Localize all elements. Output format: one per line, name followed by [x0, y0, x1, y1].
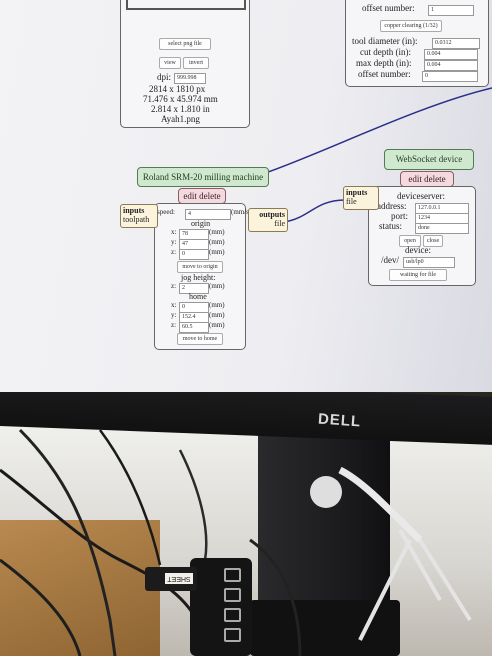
home-y-unit: (mm) [209, 311, 225, 319]
home-z-unit: (mm) [209, 321, 225, 329]
home-y-label: y: [171, 311, 177, 319]
file-port: file [274, 219, 285, 228]
waiting-for-file-button[interactable]: waiting for file [389, 269, 447, 281]
inputs-label: inputs [123, 206, 145, 215]
move-to-origin-button[interactable]: move to origin [177, 261, 223, 273]
inputs-label: inputs [346, 188, 368, 197]
status-field: done [415, 223, 469, 234]
dpi-input[interactable]: 999.998 [174, 73, 206, 84]
size-px: 2814 x 1810 px [149, 84, 206, 94]
offset-number-bottom-input[interactable]: 0 [422, 71, 478, 82]
status-label: status: [379, 221, 403, 231]
select-png-button[interactable]: select png file [159, 38, 211, 50]
png-input-panel: select png file view invert dpi: 999.998… [120, 0, 250, 128]
close-button[interactable]: close [423, 235, 443, 247]
usb-port [224, 608, 241, 622]
usb-plug: SHEET [145, 567, 197, 591]
cut-depth-input[interactable]: 0.004 [424, 49, 478, 60]
offset-number-bottom-label: offset number: [358, 69, 411, 79]
device-input[interactable]: usb/lp0 [403, 257, 455, 268]
jog-height-input[interactable]: 2 [179, 283, 209, 294]
monitor-screen: select png file view invert dpi: 999.998… [0, 0, 492, 392]
tool-diameter-input[interactable]: 0.0312 [432, 38, 480, 49]
home-z-label: z: [171, 321, 177, 329]
move-to-home-button[interactable]: move to home [177, 333, 223, 345]
device-label: device: [405, 245, 431, 255]
machine-outputs-port[interactable]: outputs file [248, 208, 288, 232]
origin-y-label: y: [171, 238, 177, 246]
websocket-module-title[interactable]: WebSocket device [384, 149, 474, 170]
edit-button[interactable]: edit [183, 191, 197, 201]
wooden-desk [0, 520, 160, 656]
size-in: 2.814 x 1.810 in [151, 104, 210, 114]
origin-x-unit: (mm) [209, 228, 225, 236]
speed-input[interactable]: 4 [185, 209, 231, 220]
origin-z-input[interactable]: 0 [179, 249, 209, 260]
websocket-panel: deviceserver: address: 127.0.0.1 port: 1… [368, 186, 476, 286]
size-mm: 71.476 x 45.974 mm [143, 94, 218, 104]
invert-button[interactable]: invert [183, 57, 209, 69]
edit-button[interactable]: edit [408, 174, 422, 184]
websocket-inputs-port[interactable]: inputs file [343, 186, 379, 210]
cut-depth-label: cut depth (in): [360, 47, 411, 57]
usb-port [224, 628, 241, 642]
speed-unit: (mm/s) [231, 208, 252, 216]
deviceserver-label: deviceserver: [397, 191, 445, 201]
connection-wires [267, 87, 492, 223]
dell-logo: DELL [317, 410, 362, 431]
usb-port [224, 588, 241, 602]
origin-z-label: z: [171, 248, 177, 256]
jog-z-label: z: [171, 282, 177, 290]
max-depth-label: max depth (in): [356, 58, 412, 68]
machine-inputs-port[interactable]: inputs toolpath [120, 204, 158, 228]
copper-clearing-button[interactable]: copper clearing (1/32) [380, 20, 442, 32]
view-button[interactable]: view [159, 57, 181, 69]
home-x-unit: (mm) [209, 301, 225, 309]
dpi-label: dpi: [157, 72, 172, 82]
speed-label: speed: [157, 208, 175, 216]
offset-number-input[interactable]: 1 [428, 5, 474, 16]
delete-button[interactable]: delete [199, 191, 221, 201]
delete-button[interactable]: delete [424, 174, 446, 184]
address-label: address: [377, 201, 407, 211]
origin-z-unit: (mm) [209, 248, 225, 256]
home-x-label: x: [171, 301, 177, 309]
origin-x-label: x: [171, 228, 177, 236]
device-prefix: /dev/ [381, 255, 399, 265]
machine-module-title[interactable]: Roland SRM-20 milling machine [137, 167, 269, 187]
file-port: file [346, 197, 357, 206]
plug-label: SHEET [165, 573, 193, 584]
usb-port [224, 568, 241, 582]
websocket-edit-delete: edit delete [400, 171, 454, 187]
home-label: home [189, 292, 207, 301]
jog-unit: (mm) [209, 282, 225, 290]
mill-parameters-panel: offset number: 1 copper clearing (1/32) … [345, 0, 489, 87]
machine-module-panel: speed: 4 (mm/s) origin x: 78 (mm) y: 47 … [154, 203, 251, 350]
origin-y-unit: (mm) [209, 238, 225, 246]
offset-number-label: offset number: [362, 3, 415, 13]
max-depth-input[interactable]: 0.004 [424, 60, 478, 71]
machine-edit-delete: edit delete [178, 188, 226, 204]
jog-height-label: jog height: [181, 273, 216, 282]
filename: Ayah1.png [161, 114, 200, 124]
open-button[interactable]: open [399, 235, 421, 247]
tool-diameter-label: tool diameter (in): [352, 36, 418, 46]
toolpath-port: toolpath [123, 215, 150, 224]
outputs-label: outputs [259, 210, 285, 219]
home-z-input[interactable]: 60.5 [179, 322, 209, 333]
image-preview [126, 0, 246, 10]
port-label: port: [391, 211, 408, 221]
origin-label: origin [191, 219, 211, 228]
usb-hub [190, 558, 252, 656]
